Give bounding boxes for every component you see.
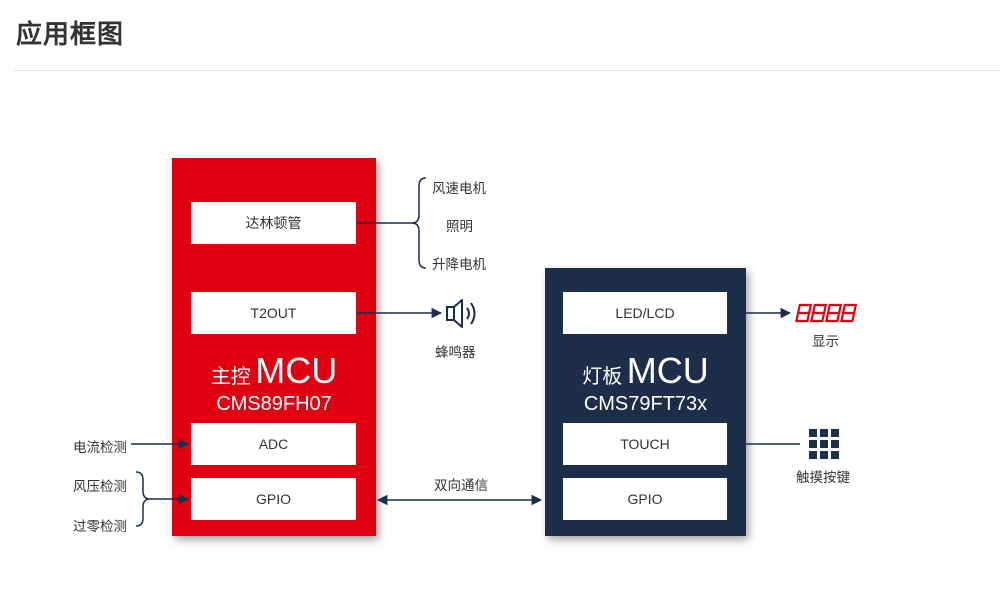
output-brace	[411, 177, 427, 269]
main-mcu-model: CMS89FH07	[216, 393, 332, 415]
main-port-t2out: T2OUT	[191, 292, 356, 334]
label-bidirectional: 双向通信	[434, 478, 488, 494]
label-lift-motor: 升降电机	[432, 257, 486, 273]
page-title: 应用框图	[16, 20, 125, 50]
light-mcu-name: MCU	[626, 350, 709, 391]
label-touch-keys: 触摸按键	[796, 470, 850, 486]
label-lighting: 照明	[446, 219, 473, 235]
main-port-darlington: 达林顿管	[191, 202, 356, 244]
light-port-led-lcd: LED/LCD	[563, 292, 727, 334]
label-current-detect: 电流检测	[73, 440, 127, 456]
keypad-grid-icon	[809, 429, 839, 459]
main-mcu-prefix: 主控	[210, 364, 251, 388]
speaker-icon	[446, 299, 476, 328]
light-mcu-model: CMS79FT73x	[583, 393, 708, 415]
label-voltage-detect: 风压检测	[73, 479, 127, 495]
main-port-gpio: GPIO	[191, 478, 356, 520]
seven-segment-display-icon	[795, 303, 858, 323]
label-zero-cross-detect: 过零检测	[73, 519, 127, 535]
title-divider	[14, 70, 1000, 71]
main-mcu-name: MCU	[255, 350, 338, 391]
label-buzzer: 蜂鸣器	[435, 345, 476, 361]
light-mcu-title: 灯板 MCU	[545, 350, 746, 392]
light-port-touch: TOUCH	[563, 423, 727, 465]
light-mcu-prefix: 灯板	[582, 364, 623, 388]
light-port-gpio: GPIO	[563, 478, 727, 520]
main-mcu-title: 主控 MCU	[172, 350, 376, 392]
label-display: 显示	[812, 334, 839, 350]
label-fan-motor: 风速电机	[432, 181, 486, 197]
input-brace	[135, 471, 151, 527]
main-port-adc: ADC	[191, 423, 356, 465]
